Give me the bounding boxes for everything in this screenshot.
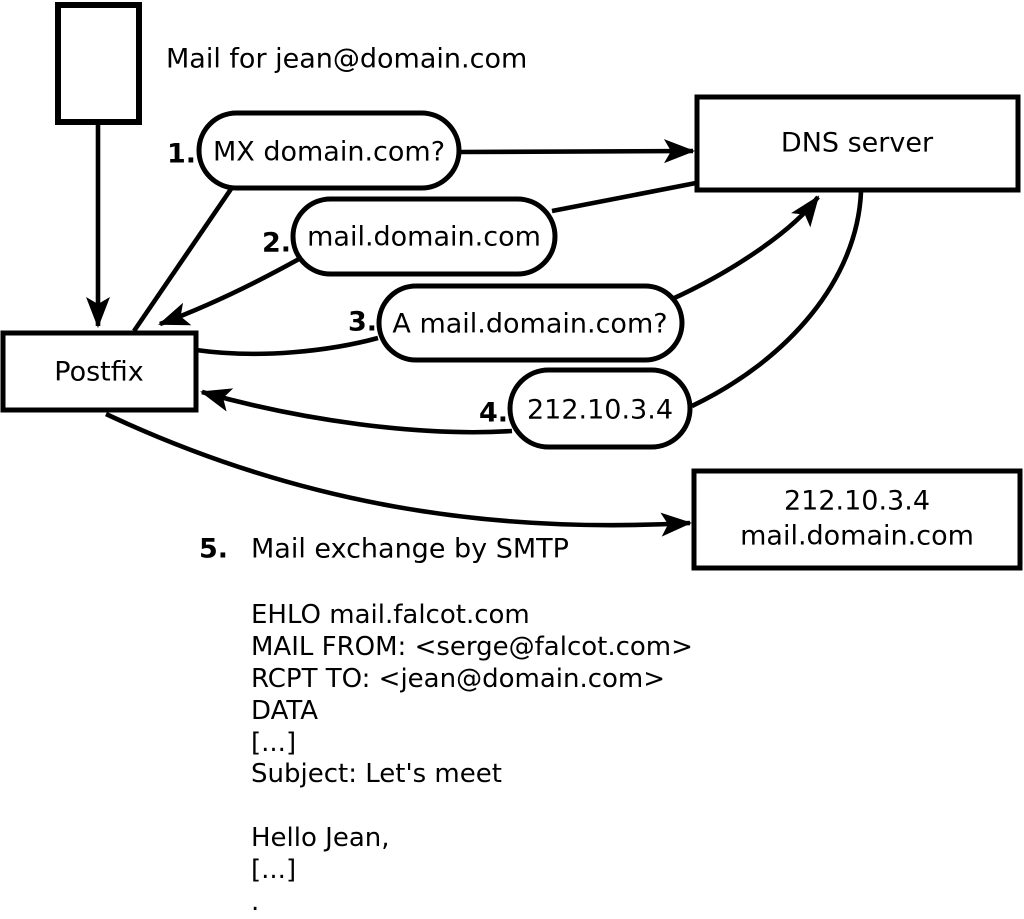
dns-server-node bbox=[694, 94, 1021, 193]
step1-bubble-label: MX domain.com? bbox=[213, 137, 445, 168]
step3-bubble-label: A mail.domain.com? bbox=[392, 309, 667, 340]
step2-bubble-label: mail.domain.com bbox=[307, 222, 541, 253]
mail-server-hostname-label: mail.domain.com bbox=[740, 521, 974, 552]
step2-number: 2. bbox=[262, 228, 291, 259]
smtp-line: RCPT TO: <jean@domain.com> bbox=[251, 664, 665, 694]
arrow-oval2-to-postfix bbox=[158, 256, 301, 327]
arrow-postfix-to-mailserver bbox=[105, 411, 692, 537]
mail-envelope-node bbox=[55, 2, 142, 125]
smtp-line: EHLO mail.falcot.com bbox=[251, 600, 530, 630]
smtp-session-block: EHLO mail.falcot.com MAIL FROM: <serge@f… bbox=[251, 600, 693, 917]
step4-bubble-label: 212.10.3.4 bbox=[527, 395, 673, 426]
step3-number: 3. bbox=[348, 307, 377, 338]
smtp-line: [...] bbox=[251, 855, 296, 885]
arrow-oval3-to-dns bbox=[669, 195, 820, 303]
smtp-line: [...] bbox=[251, 728, 296, 758]
step4-number: 4. bbox=[479, 398, 508, 429]
step1-bubble bbox=[196, 110, 462, 191]
step5-number: 5. bbox=[199, 534, 228, 565]
line-oval1-to-postfix bbox=[132, 187, 233, 333]
smtp-line: Subject: Let's meet bbox=[251, 759, 502, 789]
step5-label: Mail exchange by SMTP bbox=[251, 534, 569, 565]
postfix-node bbox=[0, 330, 199, 413]
dns-server-label: DNS server bbox=[781, 128, 934, 159]
smtp-line: Hello Jean, bbox=[251, 823, 390, 853]
postfix-label: Postfix bbox=[54, 357, 143, 388]
smtp-line: DATA bbox=[251, 696, 318, 726]
smtp-line: MAIL FROM: <serge@falcot.com> bbox=[251, 632, 693, 662]
step2-bubble bbox=[290, 196, 558, 277]
arrow-oval4-to-postfix bbox=[200, 388, 513, 435]
line-dns-to-oval2 bbox=[551, 180, 697, 214]
step3-bubble bbox=[376, 283, 685, 363]
mail-server-ip-label: 212.10.3.4 bbox=[784, 486, 930, 517]
mail-note-label: Mail for jean@domain.com bbox=[166, 44, 527, 75]
step4-bubble bbox=[507, 367, 693, 450]
line-postfix-to-oval3 bbox=[195, 335, 379, 357]
mail-server-node bbox=[691, 468, 1023, 571]
arrow-oval1-to-dns bbox=[458, 139, 695, 164]
line-dns-to-oval4 bbox=[691, 191, 864, 409]
step1-number: 1. bbox=[167, 139, 196, 170]
smtp-line: . bbox=[251, 887, 259, 917]
